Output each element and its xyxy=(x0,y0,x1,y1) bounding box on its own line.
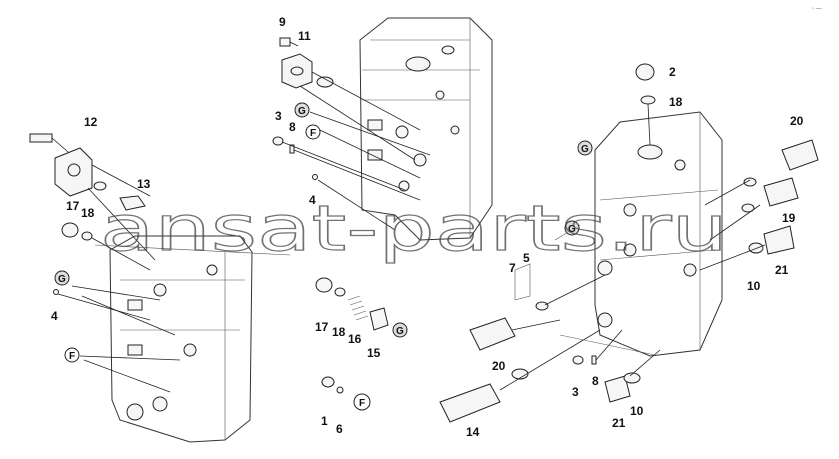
callout-21: 21 xyxy=(612,416,626,430)
callout-9: 9 xyxy=(279,15,286,29)
callout-12: 12 xyxy=(84,115,98,129)
callout-13: 13 xyxy=(137,177,151,191)
ref-marker-f: F xyxy=(305,124,321,140)
callout-2: 2 xyxy=(669,65,676,79)
callout-20: 20 xyxy=(790,114,804,128)
valve-housing-top-center xyxy=(359,17,493,241)
watermark-text: ansat-parts.ru xyxy=(100,192,728,265)
callout-10: 10 xyxy=(630,404,644,418)
callout-8: 8 xyxy=(289,120,296,134)
reference-markers: G F G F G F G G xyxy=(54,102,593,411)
ref-marker-g: G xyxy=(54,270,70,286)
svg-text:G: G xyxy=(396,326,404,337)
callout-11: 11 xyxy=(298,29,311,43)
callout-15: 15 xyxy=(367,346,381,360)
ref-marker-g: G xyxy=(294,102,310,118)
callout-1: 1 xyxy=(321,414,328,428)
callout-16: 16 xyxy=(348,332,362,346)
svg-text:G: G xyxy=(58,274,66,285)
callout-17: 17 xyxy=(315,320,329,334)
ref-marker-f: F xyxy=(64,347,80,363)
ref-marker-f: F xyxy=(353,393,371,411)
callout-17: 17 xyxy=(66,199,80,213)
callout-3: 3 xyxy=(572,385,579,399)
callout-6: 6 xyxy=(336,422,343,436)
corner-mark: ◦ — xyxy=(812,6,822,12)
svg-text:F: F xyxy=(310,128,316,139)
callout-14: 14 xyxy=(466,425,480,439)
callout-3: 3 xyxy=(275,109,282,123)
svg-text:G: G xyxy=(568,224,576,235)
callout-18: 18 xyxy=(81,206,95,220)
callout-20: 20 xyxy=(492,359,506,373)
callout-5: 5 xyxy=(523,251,530,265)
valve-housing-right xyxy=(594,111,723,357)
callout-8: 8 xyxy=(592,374,599,388)
svg-text:F: F xyxy=(359,398,365,409)
callout-7: 7 xyxy=(509,261,516,275)
callout-18: 18 xyxy=(669,95,683,109)
callout-4: 4 xyxy=(51,309,58,323)
ref-marker-g: G xyxy=(564,220,580,236)
svg-text:G: G xyxy=(581,144,589,155)
callout-10: 10 xyxy=(747,279,761,293)
ref-marker-g: G xyxy=(392,322,408,338)
callout-18: 18 xyxy=(332,325,346,339)
callout-4: 4 xyxy=(309,193,316,207)
valve-housing-left xyxy=(109,235,253,443)
callout-labels: 9 11 3 8 4 12 13 17 18 4 17 18 16 15 1 6… xyxy=(51,15,804,439)
svg-text:G: G xyxy=(298,106,306,117)
callout-19: 19 xyxy=(782,211,796,225)
svg-text:F: F xyxy=(69,351,75,362)
parts xyxy=(29,37,819,423)
callout-21: 21 xyxy=(775,263,789,277)
ref-marker-g: G xyxy=(577,140,593,156)
